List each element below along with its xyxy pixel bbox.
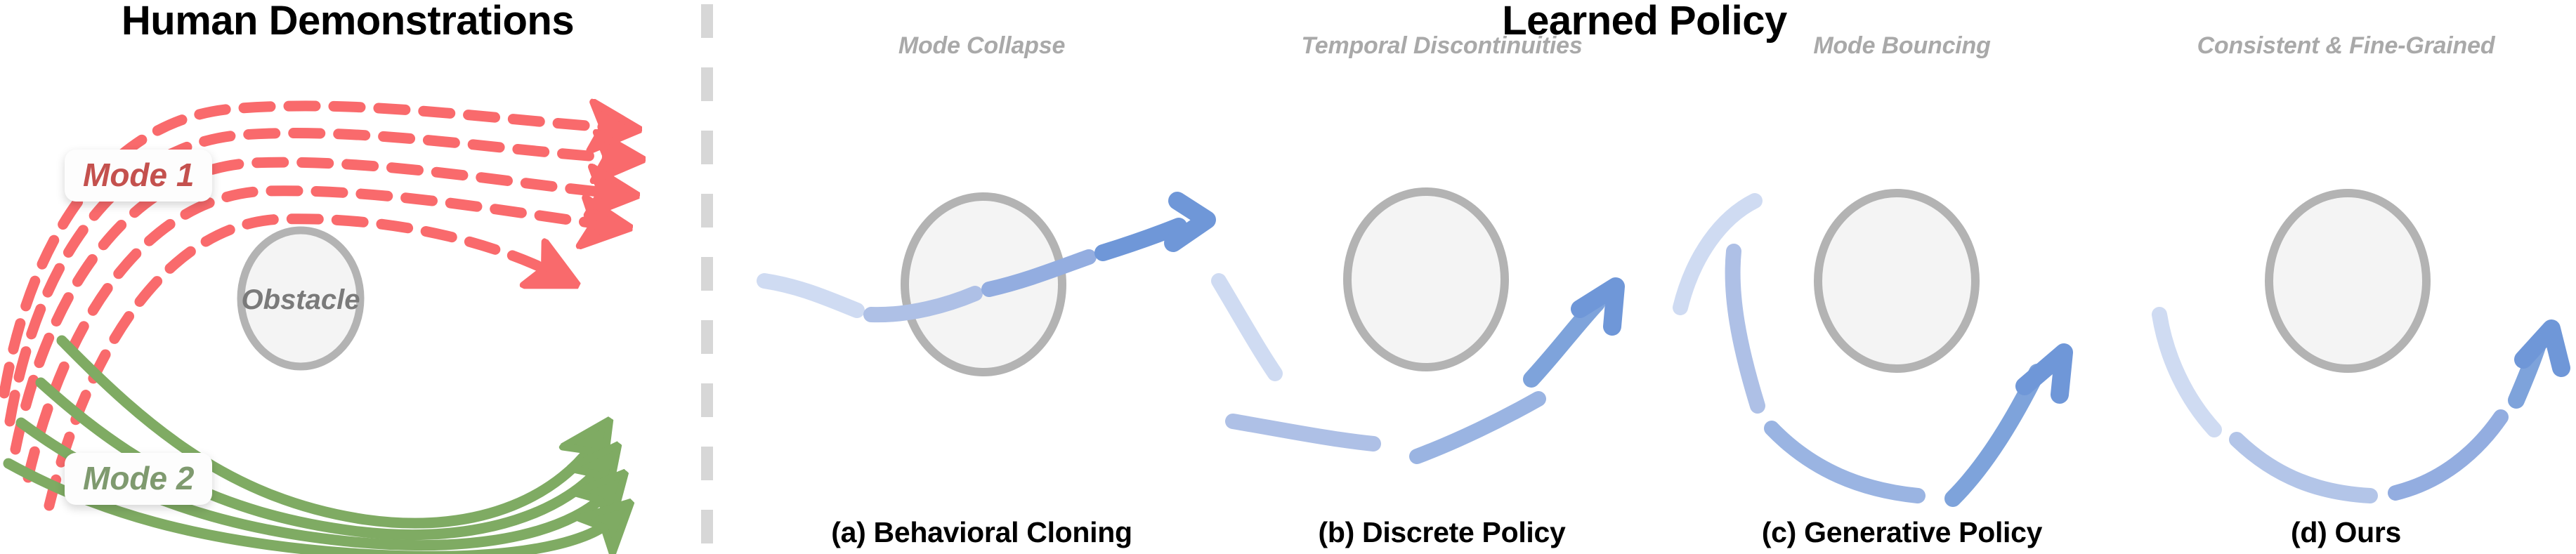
caption-behavioral-cloning: (a) Behavioral Cloning	[831, 516, 1132, 548]
failure-mode-label-c: Mode Bouncing	[1813, 32, 1991, 59]
mode-1-label-chip: Mode 1	[65, 150, 213, 202]
failure-mode-label-a: Mode Collapse	[898, 32, 1066, 59]
policy-drawing-discrete-policy	[1211, 187, 1625, 464]
trajectory-b	[1211, 273, 1625, 464]
caption-ours: (d) Ours	[2290, 516, 2402, 548]
policy-drawing-behavioral-cloning	[757, 192, 1216, 376]
trajectory-a	[757, 192, 1216, 323]
obstacle-shape-b	[1343, 187, 1509, 371]
obstacle-shape	[237, 226, 365, 371]
caption-generative-policy: (c) Generative Policy	[1761, 516, 2043, 548]
mode-1-label: Mode 1	[83, 157, 195, 193]
policy-drawing-generative-policy	[1673, 189, 2073, 507]
mode-2-label-chip: Mode 2	[65, 453, 213, 506]
right-panel-title: Learned Policy	[1502, 0, 1787, 44]
trajectory-c	[1673, 193, 2073, 507]
left-panel-title: Human Demonstrations	[121, 0, 575, 44]
trajectory-d	[2152, 307, 2570, 503]
policy-drawing-ours	[2152, 189, 2570, 503]
mode-2-trajectories	[3, 335, 613, 554]
obstacle-shape-d	[2265, 189, 2431, 373]
panel-divider	[701, 4, 713, 550]
obstacle-label: Obstacle	[242, 284, 360, 315]
failure-mode-label-d: Consistent & Fine-Grained	[2197, 32, 2495, 59]
mode-2-label: Mode 2	[83, 460, 195, 496]
obstacle-shape-c	[1814, 189, 1980, 373]
caption-discrete-policy: (b) Discrete Policy	[1318, 516, 1566, 548]
failure-mode-label-b: Temporal Discontinuities	[1301, 32, 1583, 59]
